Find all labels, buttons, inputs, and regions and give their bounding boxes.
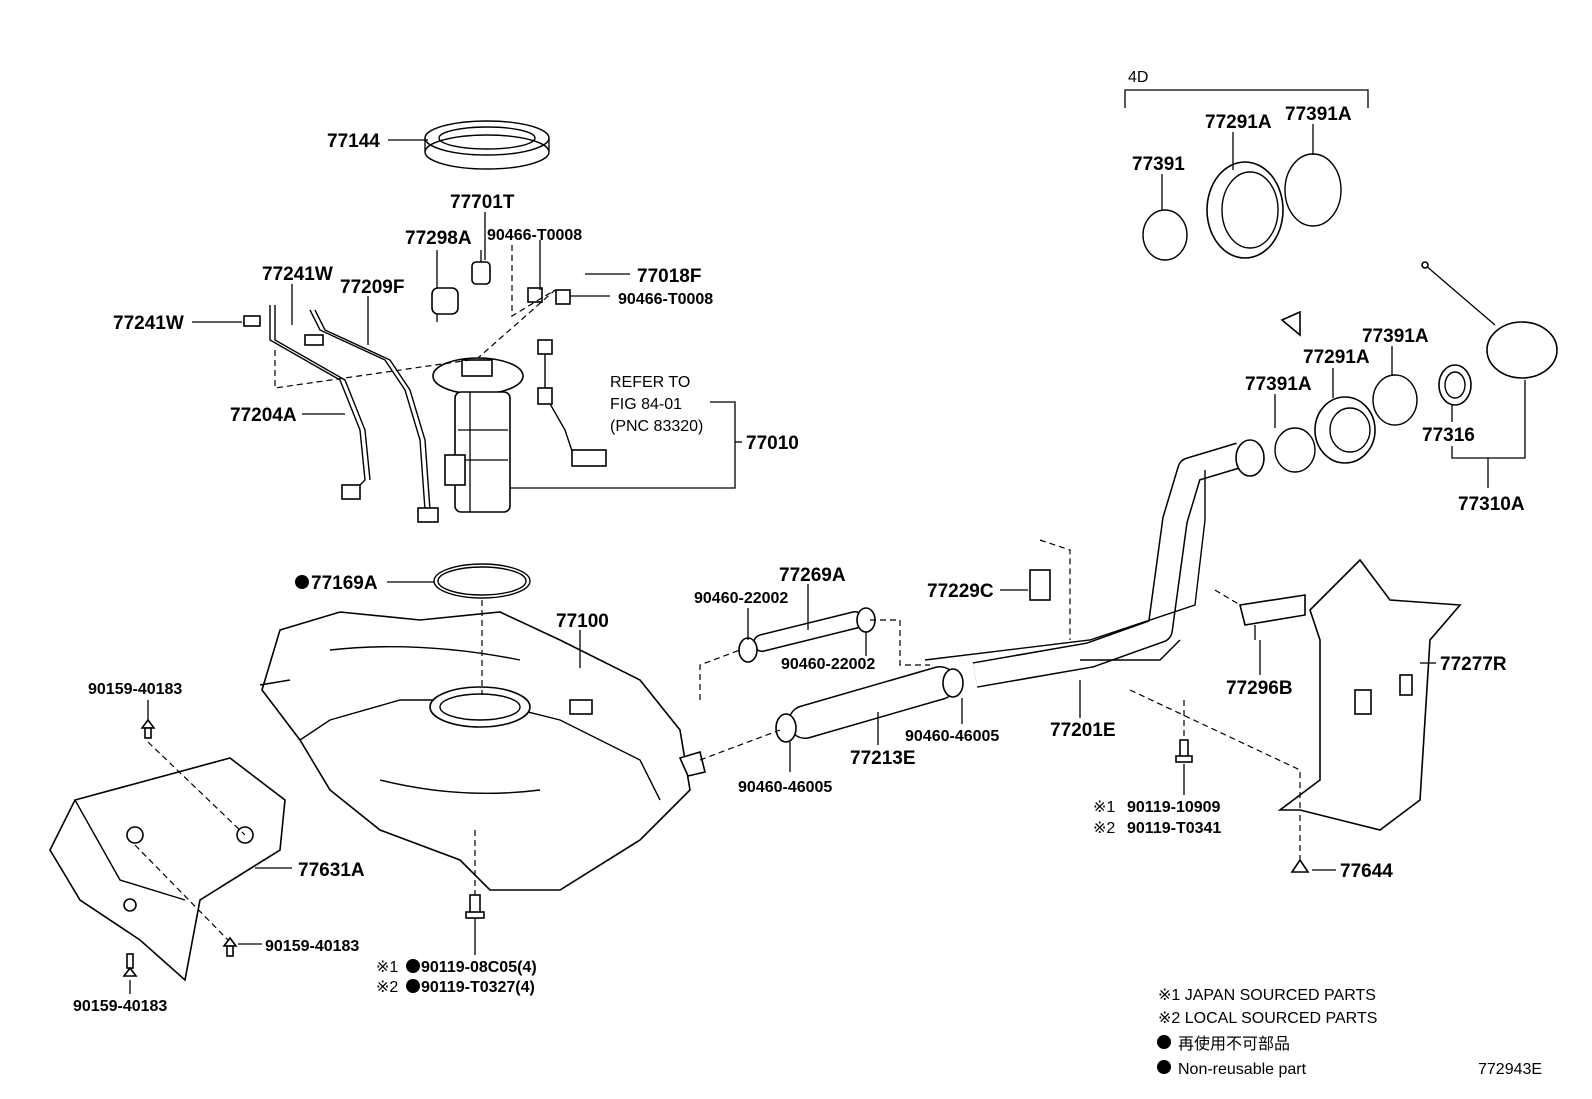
non-reusable-dot-icon [406, 959, 420, 973]
filler-cap-rings-drawing [1142, 153, 1558, 473]
non-reusable-dot-icon [295, 575, 309, 589]
fuel-tank-drawing [259, 611, 706, 891]
label-77631A: 77631A [298, 860, 365, 881]
direction-arrow-drawing [1260, 257, 1301, 337]
label-4D: 4D [1128, 69, 1148, 86]
label-77144: 77144 [327, 131, 380, 152]
legend-japan-sourced: ※1 JAPAN SOURCED PARTS [1158, 987, 1376, 1004]
fuel-line-tubes-drawing [243, 305, 439, 523]
label-77291A-top: 77291A [1205, 112, 1272, 133]
label-90119-T0341: 90119-T0341 [1127, 820, 1221, 837]
refer-note-line1: REFER TO [610, 374, 690, 391]
label-77316: 77316 [1422, 425, 1475, 446]
refer-note-line3: (PNC 83320) [610, 418, 703, 435]
label-90159-40183-top: 90159-40183 [88, 681, 182, 698]
label-77241W-upper: 77241W [262, 264, 333, 285]
small-hose-drawing [527, 267, 584, 305]
label-77204A: 77204A [230, 405, 297, 426]
gasket-drawing [433, 563, 531, 599]
legend-non-reusable-en: Non-reusable part [1178, 1061, 1307, 1078]
filler-pipe-drawing [924, 439, 1265, 688]
label-77391A-mid: 77391A [1362, 326, 1429, 347]
label-77241W-left: 77241W [113, 313, 184, 334]
bracket-drawing [1239, 594, 1306, 640]
bolt-drawings [122, 718, 1310, 977]
label-77010: 77010 [746, 433, 799, 454]
filler-hoses-drawing [738, 607, 964, 743]
label-77201E: 77201E [1050, 720, 1116, 741]
label-90460-22002-left: 90460-22002 [694, 590, 788, 607]
legend-non-reusable-jp: 再使用不可部品 [1178, 1035, 1290, 1053]
figure-id: 772943E [1478, 1061, 1542, 1078]
label-77391: 77391 [1132, 154, 1185, 175]
wiring-harness-drawing [537, 339, 607, 467]
label-77209F: 77209F [340, 277, 404, 298]
label-90119-10909: 90119-10909 [1127, 799, 1221, 816]
label-77391A-top: 77391A [1285, 104, 1352, 125]
fuel-inlet-box-drawing [1277, 558, 1462, 831]
mark-2-pipe-bolt: ※2 [1093, 820, 1115, 837]
fuel-pump-assembly-drawing [432, 357, 524, 513]
label-90460-46005-left: 90460-46005 [738, 779, 832, 796]
legend-local-sourced: ※2 LOCAL SOURCED PARTS [1158, 1010, 1377, 1027]
mark-1-pipe-bolt: ※1 [1093, 799, 1115, 816]
label-77291A-mid: 77291A [1303, 347, 1370, 368]
label-90159-40183-bottom: 90159-40183 [73, 998, 167, 1015]
label-77391A-left: 77391A [1245, 374, 1312, 395]
mark-2-tank-bolt: ※2 [376, 979, 398, 996]
label-90466-T0008-upper: 90466-T0008 [487, 227, 582, 244]
label-77229C: 77229C [927, 581, 994, 602]
label-90460-46005-right: 90460-46005 [905, 728, 999, 745]
non-reusable-dot-icon [406, 979, 420, 993]
leader-lines [129, 89, 1526, 994]
label-90466-T0008-lower: 90466-T0008 [618, 291, 713, 308]
refer-note-line2: FIG 84-01 [610, 396, 682, 413]
label-77018F: 77018F [637, 266, 701, 287]
fuel-connector-drawing [471, 250, 491, 285]
label-77100: 77100 [556, 611, 609, 632]
label-90119-08C05: 90119-08C05(4) [421, 959, 537, 976]
mark-1-tank-bolt: ※1 [376, 959, 398, 976]
label-77644: 77644 [1340, 861, 1393, 882]
label-77213E: 77213E [850, 748, 916, 769]
label-77296B: 77296B [1226, 678, 1293, 699]
label-77701T: 77701T [450, 192, 515, 213]
non-reusable-dot-icon [1157, 1035, 1171, 1049]
label-77269A: 77269A [779, 565, 846, 586]
label-77310A: 77310A [1458, 494, 1525, 515]
label-90119-T0327: 90119-T0327(4) [421, 979, 535, 996]
non-reusable-dot-icon [1157, 1060, 1171, 1074]
filter-drawing [431, 287, 459, 322]
label-90460-22002-right: 90460-22002 [781, 656, 875, 673]
label-77277R: 77277R [1440, 654, 1507, 675]
retainer-ring-drawing [424, 120, 550, 170]
heat-protector-drawing [49, 757, 286, 982]
label-77298A: 77298A [405, 228, 472, 249]
dashed-guides [134, 245, 1301, 941]
label-77169A: 77169A [311, 573, 378, 594]
label-90159-40183-right: 90159-40183 [265, 938, 359, 955]
